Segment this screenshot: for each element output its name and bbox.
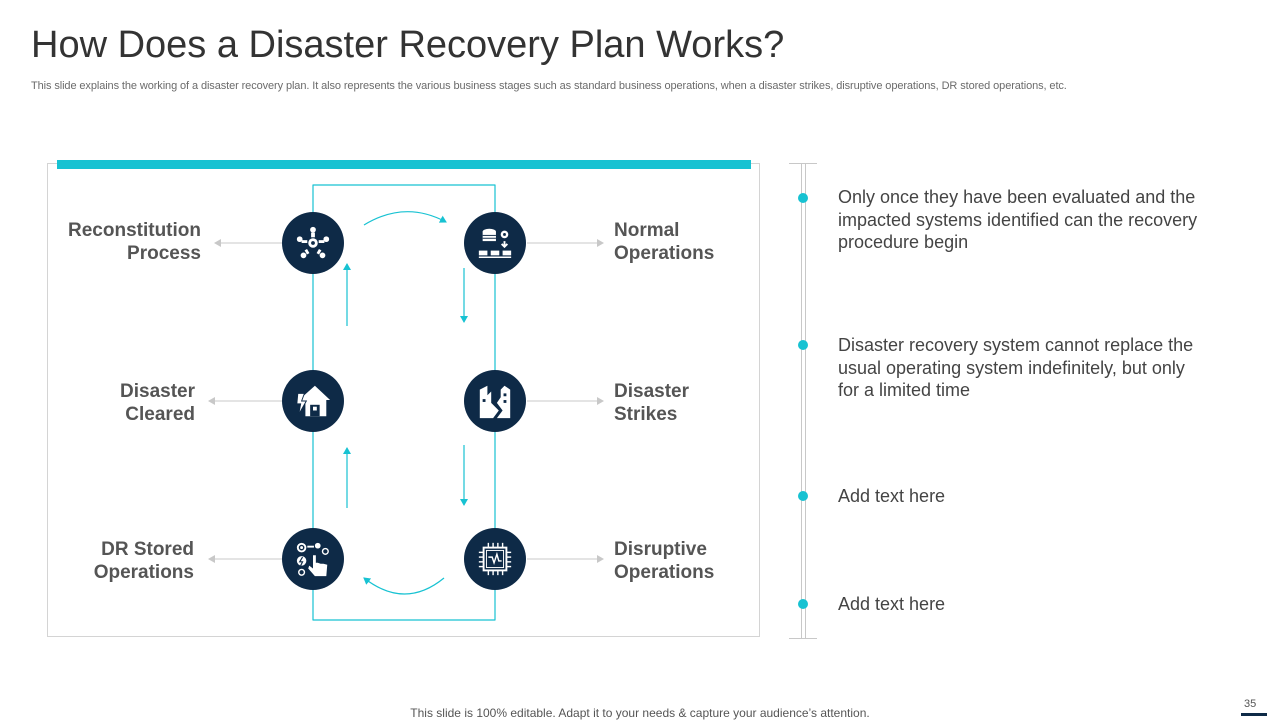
label-reconstitution-process: Reconstitution Process	[68, 220, 201, 264]
page-number-underline	[1241, 713, 1267, 716]
bullet-dot-1	[798, 193, 808, 203]
operations-control-icon	[296, 542, 329, 577]
team-gear-icon	[296, 226, 330, 259]
timeline-line-inner	[805, 163, 806, 638]
node-stored	[282, 528, 344, 590]
slide-title: How Does a Disaster Recovery Plan Works?	[31, 24, 785, 66]
label-disruptive-operations: Disruptive Operations	[614, 539, 715, 583]
point-4-text: Add text here	[838, 594, 946, 614]
point-3-text: Add text here	[838, 486, 946, 506]
node-disruptive	[464, 528, 526, 590]
timeline-cap-bottom	[789, 638, 817, 639]
point-2-text: Disaster recovery system cannot replace …	[838, 335, 1194, 400]
timeline-line	[801, 163, 802, 638]
arrow-top-curve	[363, 211, 447, 226]
panel-accent-bar	[57, 160, 751, 169]
label-dr-stored-operations: DR Stored Operations	[93, 539, 194, 583]
node-strikes	[464, 370, 526, 432]
slide-subtitle: This slide explains the working of a dis…	[31, 80, 1067, 92]
timeline-cap-top	[789, 163, 817, 164]
point-1-text: Only once they have been evaluated and t…	[838, 187, 1198, 252]
bullet-dot-3	[798, 491, 808, 501]
footer-note: This slide is 100% editable. Adapt it to…	[410, 706, 870, 720]
collapsing-building-icon	[479, 385, 511, 419]
label-normal-operations: Normal Operations	[614, 220, 715, 264]
database-network-icon	[478, 228, 512, 258]
label-disaster-strikes: Disaster Strikes	[614, 381, 689, 425]
bullet-dot-4	[798, 599, 808, 609]
label-disaster-cleared: Disaster Cleared	[120, 381, 195, 425]
arrow-bottom-curve	[363, 577, 445, 595]
house-lightning-icon	[296, 385, 331, 417]
node-normal	[464, 212, 526, 274]
bullet-dot-2	[798, 340, 808, 350]
node-reconstitution	[282, 212, 344, 274]
node-cleared	[282, 370, 344, 432]
page-number: 35	[1244, 698, 1257, 710]
circuit-chip-icon	[478, 542, 512, 576]
